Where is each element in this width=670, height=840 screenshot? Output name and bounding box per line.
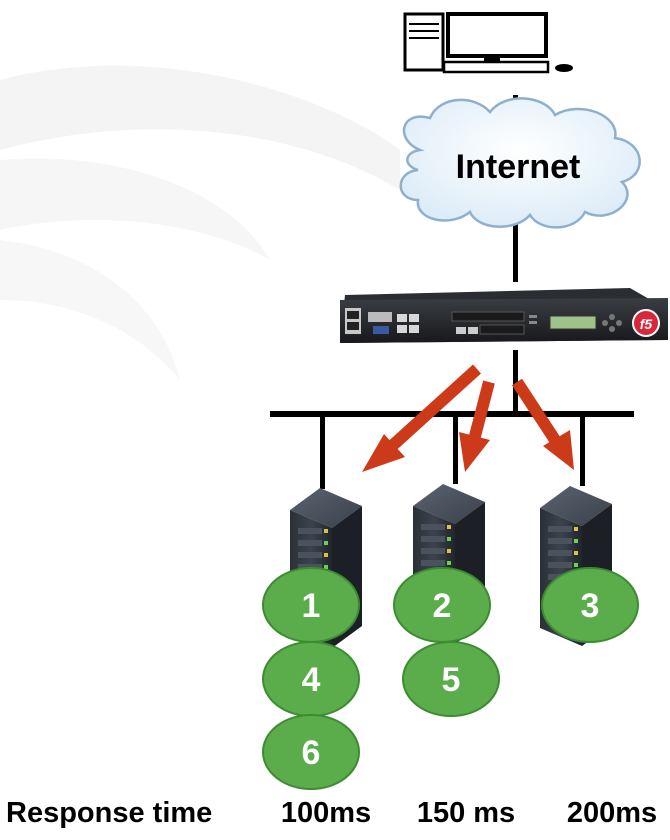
svg-text:f5: f5: [640, 316, 653, 332]
request-bubble-label: 3: [581, 587, 600, 625]
request-bubble: 3: [541, 567, 639, 643]
request-bubble: 5: [402, 641, 500, 717]
arrow-to-server-2: [459, 380, 495, 472]
response-time-server-2: 150 ms: [417, 797, 515, 829]
response-time-server-3: 200ms: [567, 797, 657, 829]
request-bubble: 1: [262, 567, 360, 643]
request-bubble-label: 5: [442, 661, 461, 699]
response-time-server-1: 100ms: [281, 797, 371, 829]
arrow-to-server-1: [362, 364, 482, 472]
f5-load-balancer-icon: f5: [340, 288, 668, 343]
request-bubble-label: 4: [302, 661, 321, 699]
request-bubbles: 1 2 3 4 5 6: [262, 567, 639, 790]
response-time-row: Response time 100ms 150 ms 200ms: [6, 797, 657, 829]
request-bubble-label: 6: [302, 734, 321, 772]
response-time-label: Response time: [6, 797, 212, 829]
request-bubble: 4: [262, 641, 360, 717]
internet-cloud: Internet: [399, 97, 641, 229]
cloud-label: Internet: [456, 148, 581, 186]
request-bubble-label: 2: [433, 587, 452, 625]
desktop-computer-icon: [400, 0, 580, 95]
request-bubble-label: 1: [302, 587, 321, 625]
distribution-arrows: [362, 364, 574, 472]
request-bubble: 2: [393, 567, 491, 643]
arrow-to-server-3: [511, 378, 574, 470]
request-bubble: 6: [262, 714, 360, 790]
